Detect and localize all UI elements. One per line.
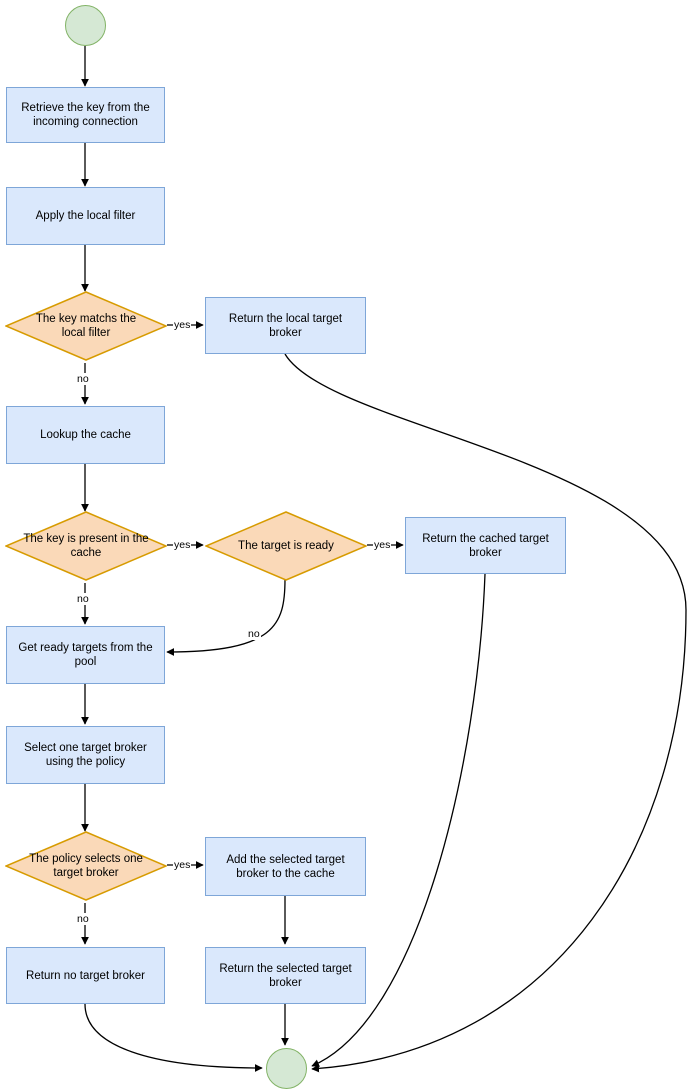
node-retrieve-key: Retrieve the key from the incoming conne…	[6, 87, 165, 143]
node-key-in-cache: The key is present in the cache	[5, 511, 167, 581]
edge-label-targetready-yes: yes	[373, 539, 392, 551]
node-label: The policy selects one target broker	[29, 853, 143, 879]
node-label: The key is present in the cache	[23, 533, 149, 559]
edge-returnnone-to-end	[84, 1003, 263, 1072]
edge-targetready-no	[166, 578, 286, 656]
edge-label-keymatches-yes: yes	[173, 319, 192, 331]
node-return-local-broker: Return the local target broker	[205, 297, 366, 354]
node-label: Return the selected target broker	[219, 962, 352, 989]
node-label: Get ready targets from the pool	[18, 642, 153, 668]
node-label: Return no target broker	[26, 969, 145, 982]
edge-returnlocal-to-end	[284, 353, 687, 1073]
diamond-shape	[205, 511, 367, 581]
node-add-to-cache: Add the selected target broker to the ca…	[205, 837, 366, 896]
node-policy-selects-one: The policy selects one target broker	[5, 831, 167, 901]
node-label: Select one target broker using the polic…	[24, 742, 147, 768]
node-return-no-broker: Return no target broker	[6, 947, 165, 1004]
node-label: Add the selected target broker to the ca…	[226, 853, 345, 880]
node-label: Lookup the cache	[40, 429, 131, 441]
node-select-one-broker: Select one target broker using the polic…	[6, 726, 165, 784]
start-node	[65, 5, 106, 46]
edge-label-keycache-yes: yes	[173, 539, 192, 551]
node-key-matches-filter: The key matchs the local filter	[5, 291, 167, 361]
node-label: Apply the local filter	[35, 210, 136, 222]
node-label: Return the cached target broker	[422, 532, 549, 559]
node-get-ready-targets: Get ready targets from the pool	[6, 626, 165, 684]
node-return-cached-broker: Return the cached target broker	[405, 517, 566, 574]
node-apply-filter: Apply the local filter	[6, 187, 165, 245]
edge-label-targetready-no: no	[247, 628, 261, 640]
edge-label-keymatches-no: no	[76, 373, 90, 385]
diamond-shape	[5, 291, 167, 361]
node-label: Return the local target broker	[228, 312, 343, 339]
node-target-is-ready: The target is ready	[205, 511, 367, 581]
node-label: Retrieve the key from the incoming conne…	[21, 102, 150, 128]
edge-label-policy-yes: yes	[173, 859, 192, 871]
node-label: The target is ready	[238, 540, 334, 552]
node-return-selected-broker: Return the selected target broker	[205, 947, 366, 1004]
node-label: The key matchs the local filter	[35, 313, 137, 339]
edge-returncached-to-end	[311, 573, 486, 1067]
diamond-shape	[5, 831, 167, 901]
end-node	[266, 1048, 307, 1089]
diamond-shape	[5, 511, 167, 581]
edge-label-policy-no: no	[76, 913, 90, 925]
node-lookup-cache: Lookup the cache	[6, 406, 165, 464]
edge-label-keycache-no: no	[76, 593, 90, 605]
